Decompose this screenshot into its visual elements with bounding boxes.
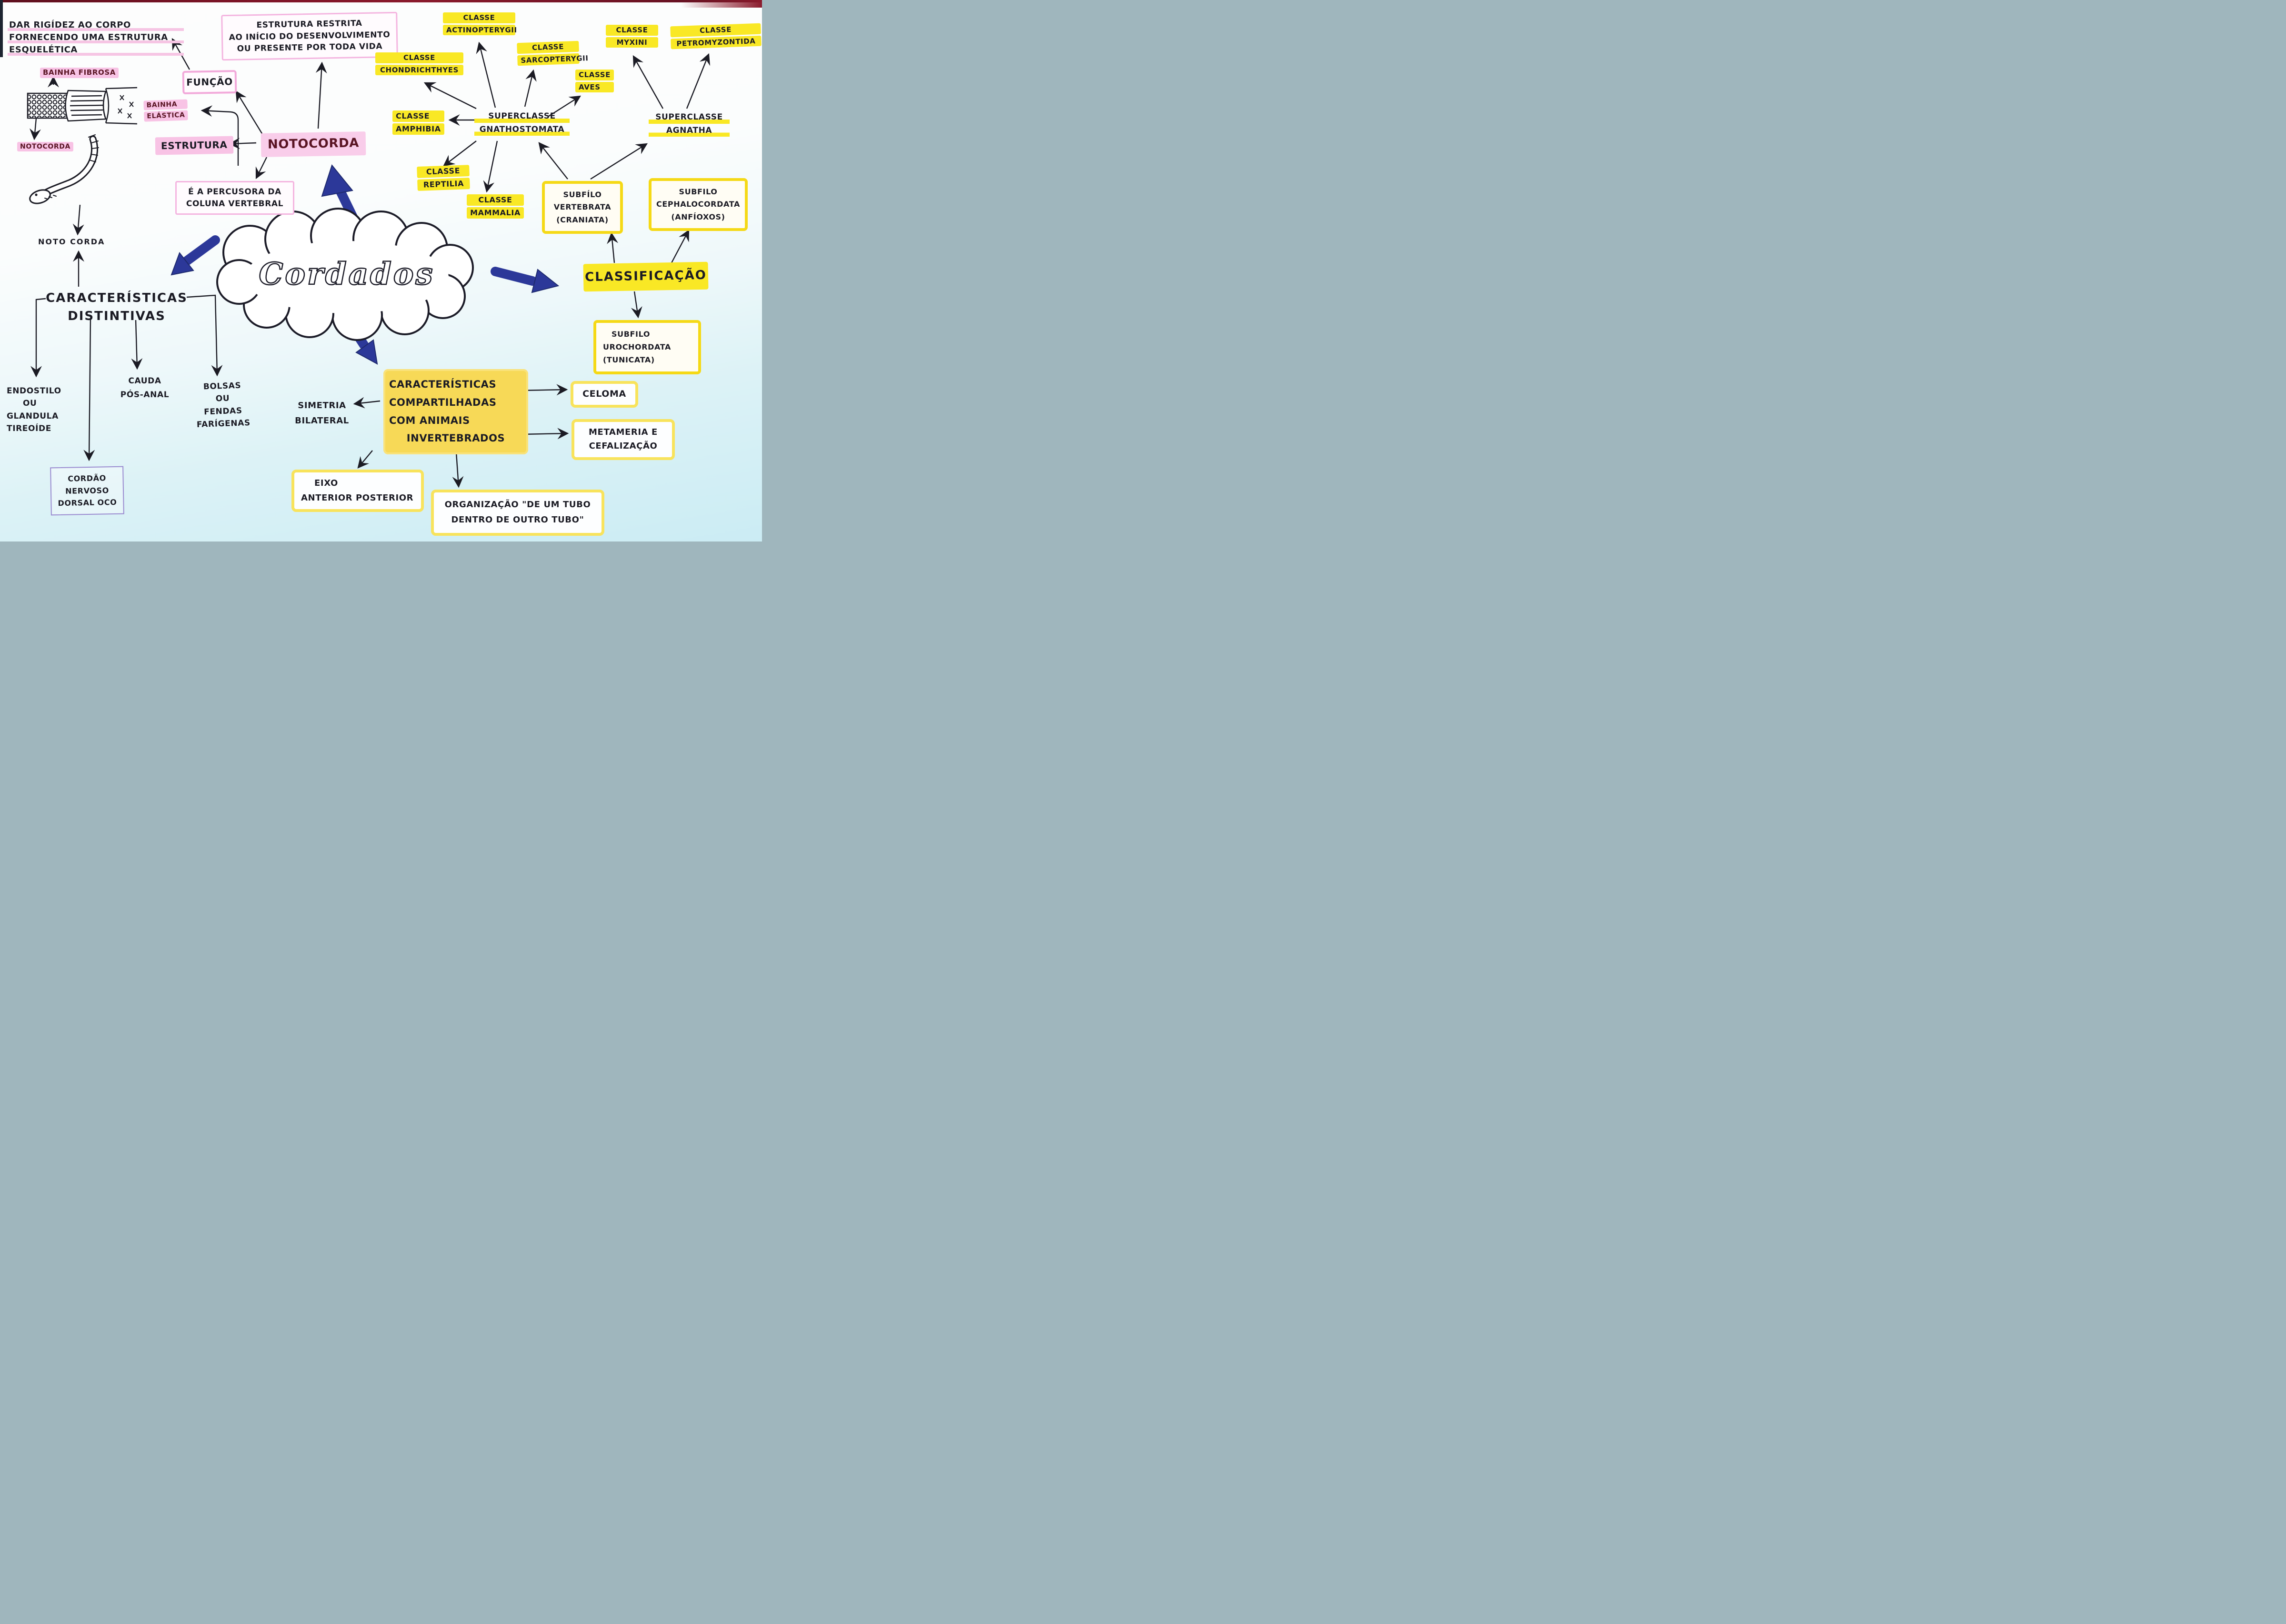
mind-map-canvas: Cordados DAR RIGÍDEZ AO CORPO FORNECENDO… (0, 0, 762, 541)
label-bainha-elastica: BAINHA ELÁSTICA (143, 99, 188, 122)
arrow-gnatho-chondrichthyes (423, 82, 477, 110)
arrow-gnatho-reptilia (443, 140, 477, 167)
node-classe-sarcopterygii: CLASSE SARCOPTERYGII (517, 40, 589, 66)
arrow-to-eixo (357, 450, 373, 469)
arrow-bracket-to-endostilo (30, 298, 46, 378)
arrow-agnatha-petromyzontida (686, 53, 711, 109)
cloud-outline (216, 208, 474, 341)
node-superclasse-agnatha: SUPERCLASSE AGNATHA (649, 111, 730, 137)
arrow-notocorda-to-restrita (315, 61, 327, 129)
node-simetria-bilateral: SIMETRIA BILATERAL (295, 401, 349, 426)
node-classe-petromyzontida: CLASSE PETROMYZONTIDA (670, 23, 762, 50)
connector-layer (27, 38, 711, 488)
arrow-estrutura-to-bainha-elastica (201, 105, 239, 166)
node-classe-reptilia: CLASSE REPTILIA (417, 165, 470, 191)
arrow-classificacao-cephalocordata (671, 229, 690, 263)
arrow-gnatho-mammalia (483, 140, 498, 193)
arrow-notocorda-to-funcao (235, 90, 266, 139)
arrow-vertebrata-gnatho (538, 142, 568, 180)
note-percusora: É A PERCUSORA DA COLUNA VERTEBRAL (175, 181, 294, 215)
photo-corner-smudge (681, 0, 762, 8)
node-caracteristicas-distintivas: CARACTERÍSTICAS DISTINTIVAS (46, 291, 188, 323)
arrow-to-cauda (131, 320, 143, 370)
blue-arrow-left (170, 235, 220, 276)
node-cauda-pos-anal: CAUDA PÓS-ANAL (120, 376, 170, 400)
node-classe-amphibia: CLASSE AMPHIBIA (392, 110, 444, 135)
node-subfilo-cephalocordata: SUBFILO CEPHALOCORDATA (ANFÍOXOS) (649, 178, 748, 231)
node-classificacao: CLASSIFICAÇÃO (583, 261, 709, 291)
notochord-cylinder-drawing (27, 87, 138, 125)
node-subfilo-urochordata: SUBFILO UROCHORDATA (TUNICATA) (593, 320, 701, 374)
arrow-gnatho-sarcopterygii (524, 69, 537, 107)
label-noto-corda: NOTO CORDA (38, 237, 105, 246)
label-notocorda-drawing: NOTOCORDA (17, 142, 73, 152)
central-topic: Cordados (237, 256, 456, 293)
node-bolsas-fendas: BOLSAS OU FENDAS FARÍGENAS (196, 381, 251, 430)
node-organizacao-tubo: ORGANIZAÇÃO "DE UM TUBO DENTRO DE OUTRO … (431, 490, 604, 536)
lancelet-drawing (29, 134, 99, 204)
node-subfilo-vertebrata: SUBFÍLO VERTEBRATA (CRANIATA) (542, 181, 623, 234)
node-caracteristicas-compartilhadas: CARACTERÍSTICAS COMPARTILHADAS COM ANIMA… (383, 369, 528, 455)
node-funcao: FUNÇÃO (182, 70, 237, 94)
node-endostilo: ENDOSTILO OU GLANDULA TIREOÍDE (7, 386, 61, 434)
node-metameria-cefalizacao: METAMERIA E CEFALIZAÇÃO (572, 419, 675, 460)
arrow-bracket-to-bolsas (186, 294, 223, 377)
note-estrutura-restrita: ESTRUTURA RESTRITA AO INÍCIO DO DESENVOL… (221, 11, 398, 61)
arrow-vertebrata-agnatha (590, 143, 648, 180)
node-notocorda: NOTOCORDA (261, 131, 366, 157)
node-classe-chondrichthyes: CLASSE CHONDRICHTHYES (375, 52, 463, 75)
node-classe-actinopterygii: CLASSE ACTINOPTERYGII (443, 12, 517, 35)
node-eixo-anterior-posterior: EIXO ANTERIOR POSTERIOR (291, 470, 424, 512)
central-topic-title: Cordados (258, 256, 435, 293)
arrow-cylinder-to-notocorda-label (30, 118, 41, 140)
arrow-eel-to-notocorda (72, 204, 84, 236)
arrow-to-organizacao (452, 452, 464, 488)
node-cordao-nervoso: CORDÃO NERVOSO DORSAL OCO (50, 466, 124, 516)
arrow-gnatho-actinopterygii (476, 41, 496, 108)
note-dar-rigidez: DAR RIGÍDEZ AO CORPO FORNECENDO UMA ESTR… (8, 19, 184, 57)
arrow-agnatha-myxini (632, 55, 664, 109)
arrow-notocorda-to-estrutura (228, 138, 257, 150)
photo-top-edge (0, 0, 762, 2)
arrow-to-cordao (83, 319, 95, 461)
arrow-classificacao-urochordata (631, 291, 642, 319)
node-classe-myxini: CLASSE MYXINI (606, 25, 658, 48)
label-bainha-fibrosa: BAINHA FIBROSA (40, 68, 119, 78)
node-classe-mammalia: CLASSE MAMMALIA (467, 194, 524, 219)
node-estrutura: ESTRUTURA (155, 136, 233, 155)
arrow-classificacao-vertebrata (607, 232, 619, 263)
blue-arrow-right (491, 267, 560, 293)
photo-left-edge (0, 0, 3, 57)
node-celoma: CELOMA (571, 381, 638, 408)
node-classe-aves: CLASSE AVES (575, 70, 614, 92)
arrow-notocorda-to-percusora (255, 157, 268, 180)
node-superclasse-gnathostomata: SUPERCLASSE GNATHOSTOMATA (474, 110, 570, 136)
arrow-to-simetria (353, 397, 381, 409)
